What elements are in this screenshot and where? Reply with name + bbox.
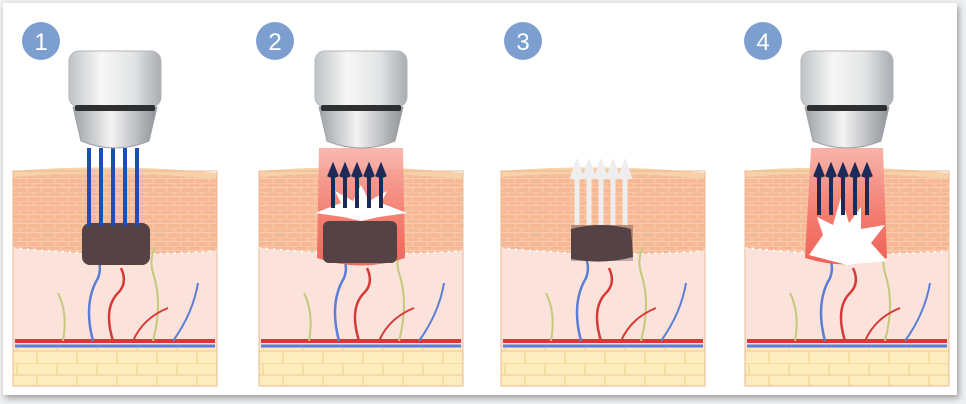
- pigment-cluster: [571, 225, 633, 262]
- laser-handpiece: [314, 50, 408, 149]
- laser-beams: [87, 148, 139, 226]
- skin-cross-section: [744, 167, 950, 387]
- pigment-cluster: [323, 221, 397, 263]
- panel-1: 1: [12, 22, 218, 387]
- step-badge-4: 4: [744, 22, 782, 60]
- step-badge-3: 3: [504, 22, 542, 60]
- skin-cross-section: [12, 167, 218, 387]
- step-number-4: 4: [756, 29, 769, 56]
- step-number-2: 2: [268, 29, 281, 56]
- step-badge-1: 1: [22, 22, 60, 60]
- step-badge-2: 2: [256, 22, 294, 60]
- laser-handpiece: [68, 50, 162, 149]
- upward-arrows-light: [569, 157, 633, 225]
- upward-arrows: [327, 161, 387, 208]
- shockwave-burst: [809, 197, 887, 265]
- pigment-cluster: [82, 223, 150, 265]
- step-number-1: 1: [34, 29, 47, 56]
- laser-handpiece: [800, 50, 894, 149]
- laser-treatment-diagram: 1: [12, 22, 950, 387]
- panel-3: 3: [500, 22, 706, 387]
- skin-cross-section: [500, 167, 706, 387]
- step-number-3: 3: [516, 29, 529, 56]
- panel-2: 2: [256, 22, 464, 387]
- upward-arrows: [813, 161, 873, 215]
- diagram-frame: 1: [3, 3, 957, 395]
- skin-cross-section: [258, 167, 464, 387]
- shockwave-burst: [315, 185, 407, 221]
- panel-4: 4: [744, 22, 950, 387]
